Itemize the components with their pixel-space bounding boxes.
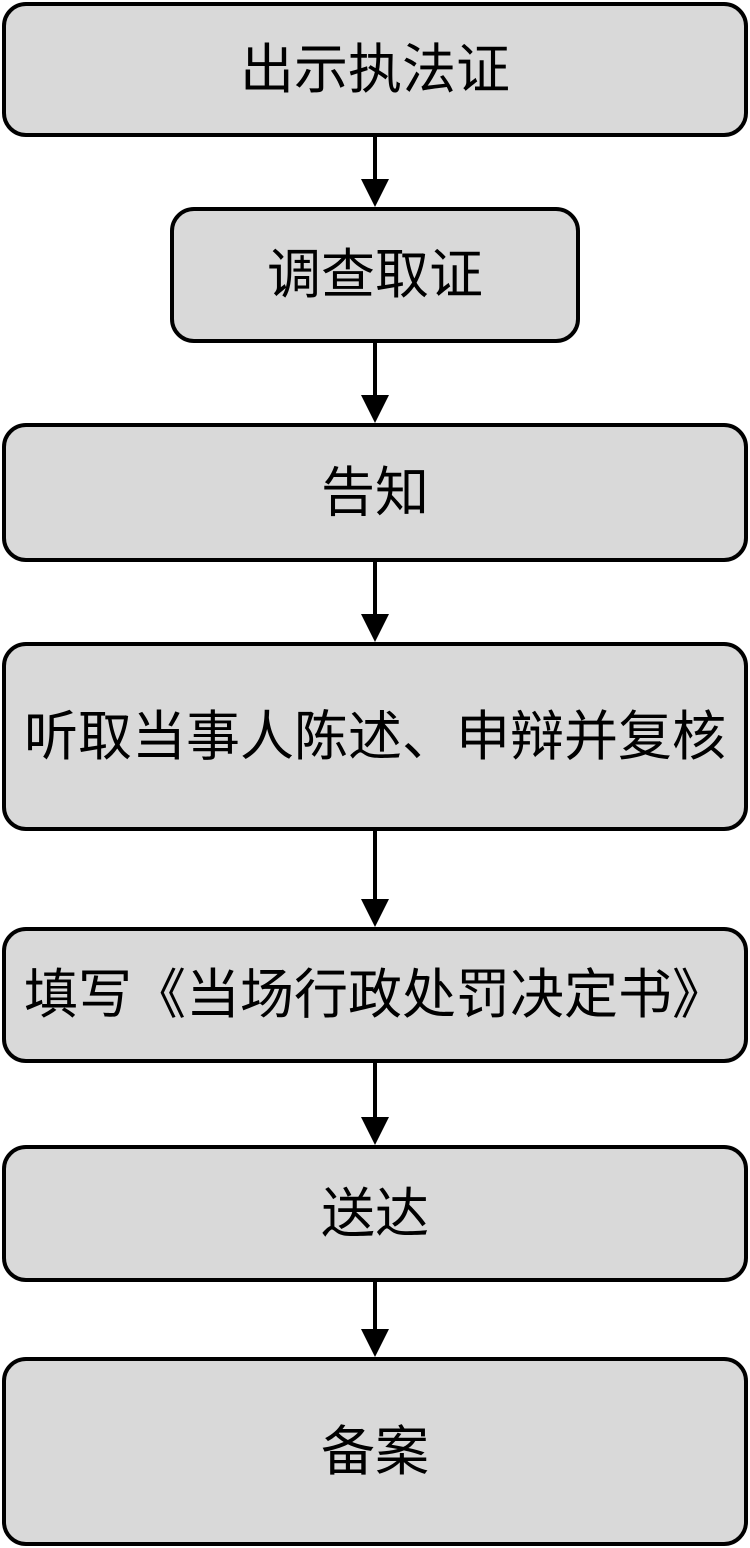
flow-node-deliver: 送达 <box>2 1145 748 1282</box>
flow-arrow-2 <box>0 343 750 423</box>
flow-node-notify: 告知 <box>2 423 748 562</box>
arrow-down-icon <box>361 179 389 207</box>
flow-node-label: 送达 <box>321 1181 429 1245</box>
flow-node-label: 调查取证 <box>267 243 483 307</box>
arrow-shaft <box>373 343 377 401</box>
arrow-shaft <box>373 137 377 185</box>
arrow-shaft <box>373 562 377 620</box>
flow-node-file-record: 备案 <box>2 1357 748 1546</box>
flow-node-show-certificate: 出示执法证 <box>2 2 748 137</box>
arrow-shaft <box>373 1063 377 1123</box>
flow-node-label: 告知 <box>321 460 429 524</box>
arrow-down-icon <box>361 1329 389 1357</box>
flow-node-label: 出示执法证 <box>240 37 510 101</box>
arrow-down-icon <box>361 395 389 423</box>
flow-node-hear-statement-review: 听取当事人陈述、申辩并复核 <box>2 642 748 831</box>
arrow-shaft <box>373 831 377 905</box>
arrow-down-icon <box>361 899 389 927</box>
flow-node-fill-penalty-decision: 填写《当场行政处罚决定书》 <box>2 927 748 1063</box>
flow-node-label: 听取当事人陈述、申辩并复核 <box>24 704 726 768</box>
flow-node-label: 填写《当场行政处罚决定书》 <box>24 963 726 1027</box>
flow-arrow-5 <box>0 1063 750 1145</box>
flow-arrow-4 <box>0 831 750 927</box>
arrow-down-icon <box>361 614 389 642</box>
flow-arrow-3 <box>0 562 750 642</box>
flow-arrow-6 <box>0 1282 750 1357</box>
flow-node-investigate-evidence: 调查取证 <box>170 207 580 343</box>
flow-node-label: 备案 <box>321 1419 429 1483</box>
arrow-down-icon <box>361 1117 389 1145</box>
arrow-shaft <box>373 1282 377 1335</box>
flow-arrow-1 <box>0 137 750 207</box>
